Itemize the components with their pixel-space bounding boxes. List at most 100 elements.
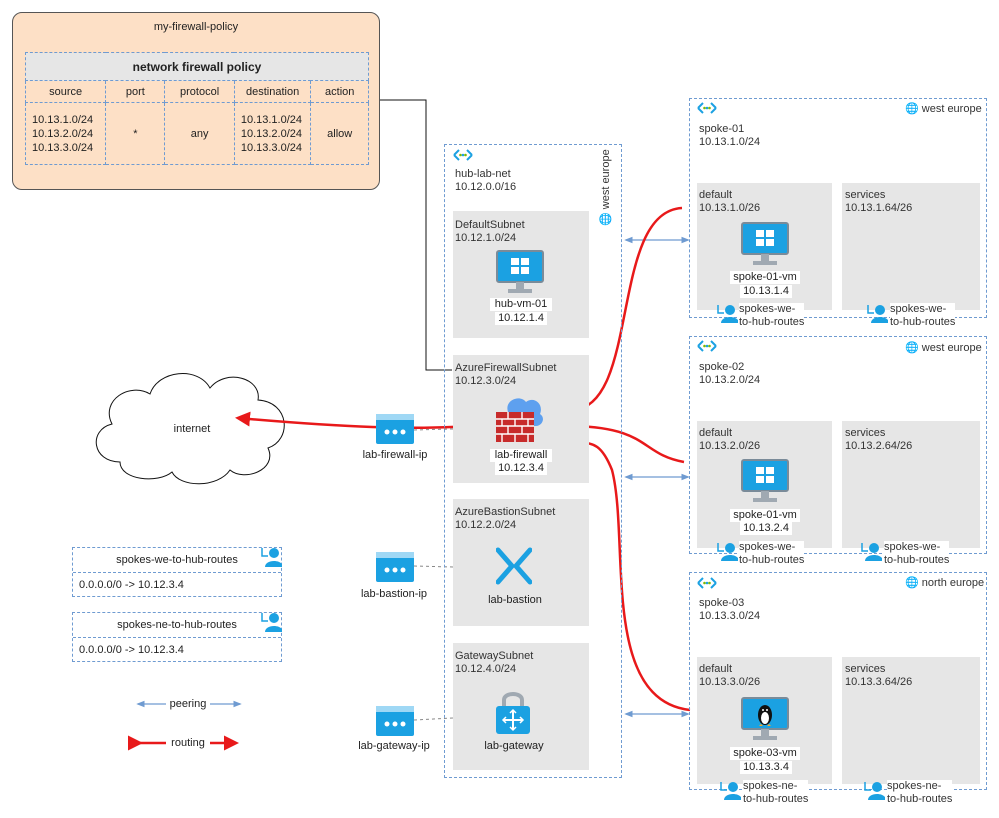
vnet-icon xyxy=(697,340,717,352)
firewall-icon xyxy=(496,398,543,442)
vpn-gateway-icon xyxy=(496,692,530,734)
vm-name: spoke-03-vm xyxy=(730,747,800,760)
route-table-ne: spokes-ne-to-hub-routes 0.0.0.0/0 -> 10.… xyxy=(72,612,282,662)
policy-title: my-firewall-policy xyxy=(153,21,239,33)
col-destination: destination xyxy=(233,80,312,103)
vm-ip: 10.12.1.4 xyxy=(495,312,547,325)
bastion-icon xyxy=(496,547,532,585)
bastion-ip-link xyxy=(413,565,493,569)
route-table-icon xyxy=(717,305,738,323)
vm-monitor-icon xyxy=(741,222,789,265)
policy-table: network firewall policy source port prot… xyxy=(24,52,369,165)
destination-line: 10.13.3.0/24 xyxy=(240,141,302,154)
vnet-icon xyxy=(453,149,473,161)
hub-vnet xyxy=(444,144,622,778)
globe-icon: 🌐 xyxy=(905,577,919,589)
public-ip-icon xyxy=(376,414,414,444)
spoke-region: 🌐 north europe xyxy=(905,577,984,590)
route-table-line: spokes-we- xyxy=(884,541,941,553)
subnet-name: services xyxy=(845,427,886,439)
route-table-icon xyxy=(717,543,738,561)
internet-cloud xyxy=(95,373,285,485)
firewall-policy-panel: my-firewall-policy network firewall poli… xyxy=(12,12,380,190)
col-port: port xyxy=(105,80,166,103)
subnet-cidr: 10.13.3.64/26 xyxy=(845,676,913,688)
route-entry: 0.0.0.0/0 -> 10.12.3.4 xyxy=(79,579,184,591)
hub-region: 🌐 west europe xyxy=(600,149,613,226)
bastion-name: lab-bastion xyxy=(488,594,542,606)
route-table-label: spokes-we-to-hub-routes xyxy=(739,303,805,329)
route-table-icon xyxy=(720,782,741,800)
route-table-line: spokes-ne- xyxy=(887,780,942,792)
spoke-cidr: 10.13.1.0/24 xyxy=(699,136,761,148)
public-ip-label: lab-bastion-ip xyxy=(360,588,428,600)
policy-connector xyxy=(380,99,452,371)
route-spoke02-fw xyxy=(571,418,685,464)
vm-ip: 10.13.3.4 xyxy=(740,761,792,774)
region-label: west europe xyxy=(921,103,982,115)
spoke-services-subnet xyxy=(842,657,980,784)
route-table-line: to-hub-routes xyxy=(887,793,953,805)
route-table-icon xyxy=(261,548,282,567)
source-line: 10.13.3.0/24 xyxy=(32,141,94,154)
route-spoke01-fw xyxy=(571,206,683,417)
vm-ip: 10.13.2.4 xyxy=(740,522,792,535)
subnet-name: default xyxy=(699,663,733,675)
subnet-name: services xyxy=(845,189,886,201)
globe-icon: 🌐 xyxy=(600,212,612,226)
globe-icon: 🌐 xyxy=(905,103,919,115)
subnet-name: GatewaySubnet xyxy=(455,650,534,662)
policy-table-title: network firewall policy xyxy=(25,52,369,81)
spoke-vnet xyxy=(689,98,987,318)
vnet-icon xyxy=(697,102,717,114)
subnet-cidr: 10.12.1.0/24 xyxy=(455,232,517,244)
subnet-cidr: 10.13.2.0/26 xyxy=(699,440,761,452)
subnet-cidr: 10.12.2.0/24 xyxy=(455,519,517,531)
route-table-we: spokes-we-to-hub-routes 0.0.0.0/0 -> 10.… xyxy=(72,547,282,597)
route-table-label: spokes-ne-to-hub-routes xyxy=(887,780,953,806)
spoke-name: spoke-02 xyxy=(699,361,745,373)
vm-name: hub-vm-01 xyxy=(490,298,552,311)
hub-region-label: west europe xyxy=(600,149,612,210)
linux-vm-icon xyxy=(741,697,789,740)
cell-source: 10.13.1.0/24 10.13.2.0/24 10.13.3.0/24 xyxy=(24,102,107,165)
route-table-line: to-hub-routes xyxy=(739,316,805,328)
route-table-label: spokes-we-to-hub-routes xyxy=(890,303,956,329)
route-table-icon xyxy=(867,305,888,323)
public-ip-icon xyxy=(376,552,414,582)
vm-monitor-icon xyxy=(741,459,789,502)
route-table-line: spokes-we- xyxy=(739,303,796,315)
spoke-name: spoke-03 xyxy=(699,597,745,609)
subnet-cidr: 10.13.1.0/26 xyxy=(699,202,761,214)
route-entry: 0.0.0.0/0 -> 10.12.3.4 xyxy=(79,644,184,656)
spoke-name: spoke-01 xyxy=(699,123,745,135)
subnet-name: AzureFirewallSubnet xyxy=(455,362,557,374)
hub-name: hub-lab-net xyxy=(455,168,511,180)
subnet-cidr: 10.13.1.64/26 xyxy=(845,202,913,214)
route-table-icon xyxy=(861,543,882,561)
source-line: 10.13.2.0/24 xyxy=(32,127,94,140)
route-table-line: to-hub-routes xyxy=(884,554,950,566)
public-ip-icon xyxy=(376,706,414,736)
public-ip-label: lab-firewall-ip xyxy=(362,449,428,461)
spoke-cidr: 10.13.2.0/24 xyxy=(699,374,761,386)
route-table-name: spokes-we-to-hub-routes xyxy=(73,548,281,573)
legend-peering-label: peering xyxy=(166,698,210,711)
gw-ip-link xyxy=(413,715,493,721)
route-table-label: spokes-ne-to-hub-routes xyxy=(743,780,809,806)
col-action: action xyxy=(310,80,369,103)
hub-cidr: 10.12.0.0/16 xyxy=(455,181,517,193)
spoke-services-subnet xyxy=(842,421,980,548)
cell-destination: 10.13.1.0/24 10.13.2.0/24 10.13.3.0/24 xyxy=(233,102,312,165)
vm-name: spoke-01-vm xyxy=(730,271,800,284)
subnet-cidr: 10.13.3.0/26 xyxy=(699,676,761,688)
gateway-name: lab-gateway xyxy=(484,740,544,752)
destination-line: 10.13.2.0/24 xyxy=(240,127,302,140)
route-table-icon xyxy=(261,613,282,632)
firewall-ip: 10.12.3.4 xyxy=(495,462,547,475)
region-label: west europe xyxy=(921,342,982,354)
route-table-label: spokes-we-to-hub-routes xyxy=(739,541,805,567)
spoke-region: 🌐 west europe xyxy=(905,342,982,355)
internet-label: internet xyxy=(173,423,211,435)
spoke-vnet xyxy=(689,336,987,554)
